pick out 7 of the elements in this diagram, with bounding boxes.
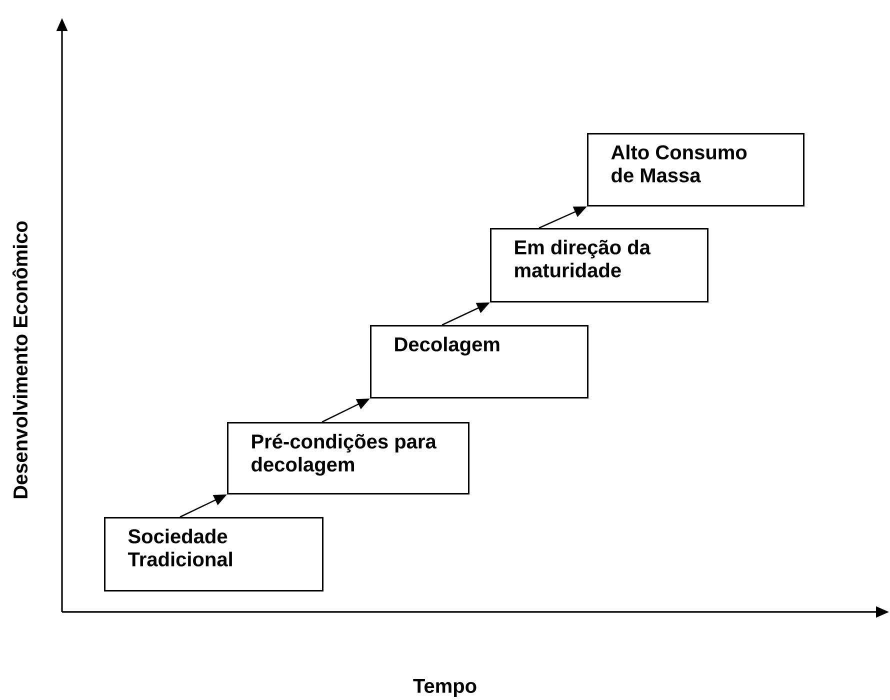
stage-box: Decolagem (370, 324, 588, 398)
axis-label: Desenvolvimento Econômico (12, 221, 28, 498)
stage-box: Pré-condições para decolagem (227, 422, 470, 494)
axis-label: Tempo (413, 679, 476, 697)
stage-box: Sociedade Tradicional (104, 516, 324, 592)
stage-box: Alto Consumo de Massa (587, 132, 804, 206)
stage-box: Em direção da maturidade (490, 228, 708, 302)
